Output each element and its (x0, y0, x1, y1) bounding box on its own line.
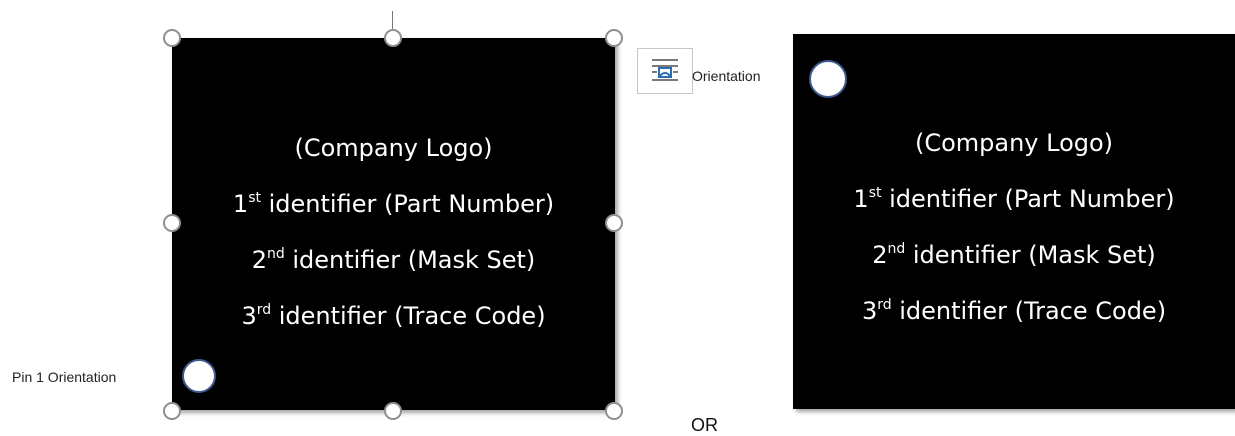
resize-handle-top-center-icon[interactable] (384, 29, 402, 47)
layout-options-button[interactable] (637, 48, 693, 94)
ordinal-suffix: rd (256, 302, 272, 318)
rotation-handle-line (392, 11, 393, 29)
mask-set-line: 2nd identifier (Mask Set) (172, 232, 615, 288)
resize-handle-middle-left-icon[interactable] (163, 214, 181, 232)
pin1-marker-icon (182, 359, 216, 393)
company-logo-text: (Company Logo) (914, 129, 1114, 157)
chip-label-block: (Company Logo) 1st identifier (Part Numb… (793, 115, 1235, 339)
trace-code-line: 3rd identifier (Trace Code) (793, 283, 1235, 339)
pin1-orientation-label-clipped: Orientation (692, 68, 792, 84)
resize-handle-bottom-center-icon[interactable] (384, 402, 402, 420)
ordinal-number: 1 (232, 190, 249, 218)
ordinal-number: 2 (251, 246, 267, 274)
ordinal-number: 2 (872, 241, 888, 269)
identifier-text: identifier (Mask Set) (905, 241, 1156, 269)
resize-handle-bottom-right-icon[interactable] (605, 402, 623, 420)
ordinal-suffix: rd (877, 297, 892, 313)
resize-handle-middle-right-icon[interactable] (605, 214, 623, 232)
identifier-text: identifier (Mask Set) (284, 246, 536, 274)
chip-outline[interactable]: (Company Logo) 1st identifier (Part Numb… (793, 34, 1235, 409)
trace-code-line: 3rd identifier (Trace Code) (172, 288, 615, 344)
or-separator: OR (691, 415, 718, 435)
ordinal-number: 3 (861, 297, 878, 325)
pin1-marker-icon (809, 60, 847, 98)
ordinal-suffix: nd (887, 241, 906, 257)
company-logo-line: (Company Logo) (793, 115, 1235, 171)
pin1-orientation-label: Pin 1 Orientation (12, 369, 117, 385)
company-logo-text: (Company Logo) (294, 134, 493, 162)
layout-options-icon (652, 59, 678, 81)
ordinal-suffix: st (868, 185, 882, 201)
ordinal-suffix: nd (266, 246, 285, 262)
ordinal-suffix: st (248, 190, 261, 206)
ordinal-number: 1 (853, 185, 869, 213)
ordinal-number: 3 (241, 302, 257, 330)
part-number-line: 1st identifier (Part Number) (172, 176, 615, 232)
resize-handle-top-right-icon[interactable] (605, 29, 623, 47)
resize-handle-bottom-left-icon[interactable] (163, 402, 181, 420)
orientation-text: Orientation (692, 68, 761, 84)
resize-handle-top-left-icon[interactable] (163, 29, 181, 47)
chip-label-block: (Company Logo) 1st identifier (Part Numb… (172, 120, 615, 344)
identifier-text: identifier (Part Number) (260, 190, 555, 218)
chip-outline-selected[interactable]: (Company Logo) 1st identifier (Part Numb… (172, 38, 615, 410)
mask-set-line: 2nd identifier (Mask Set) (793, 227, 1235, 283)
part-number-line: 1st identifier (Part Number) (793, 171, 1235, 227)
identifier-text: identifier (Part Number) (881, 185, 1175, 213)
identifier-text: identifier (Trace Code) (271, 302, 546, 330)
company-logo-line: (Company Logo) (172, 120, 615, 176)
identifier-text: identifier (Trace Code) (891, 297, 1167, 325)
